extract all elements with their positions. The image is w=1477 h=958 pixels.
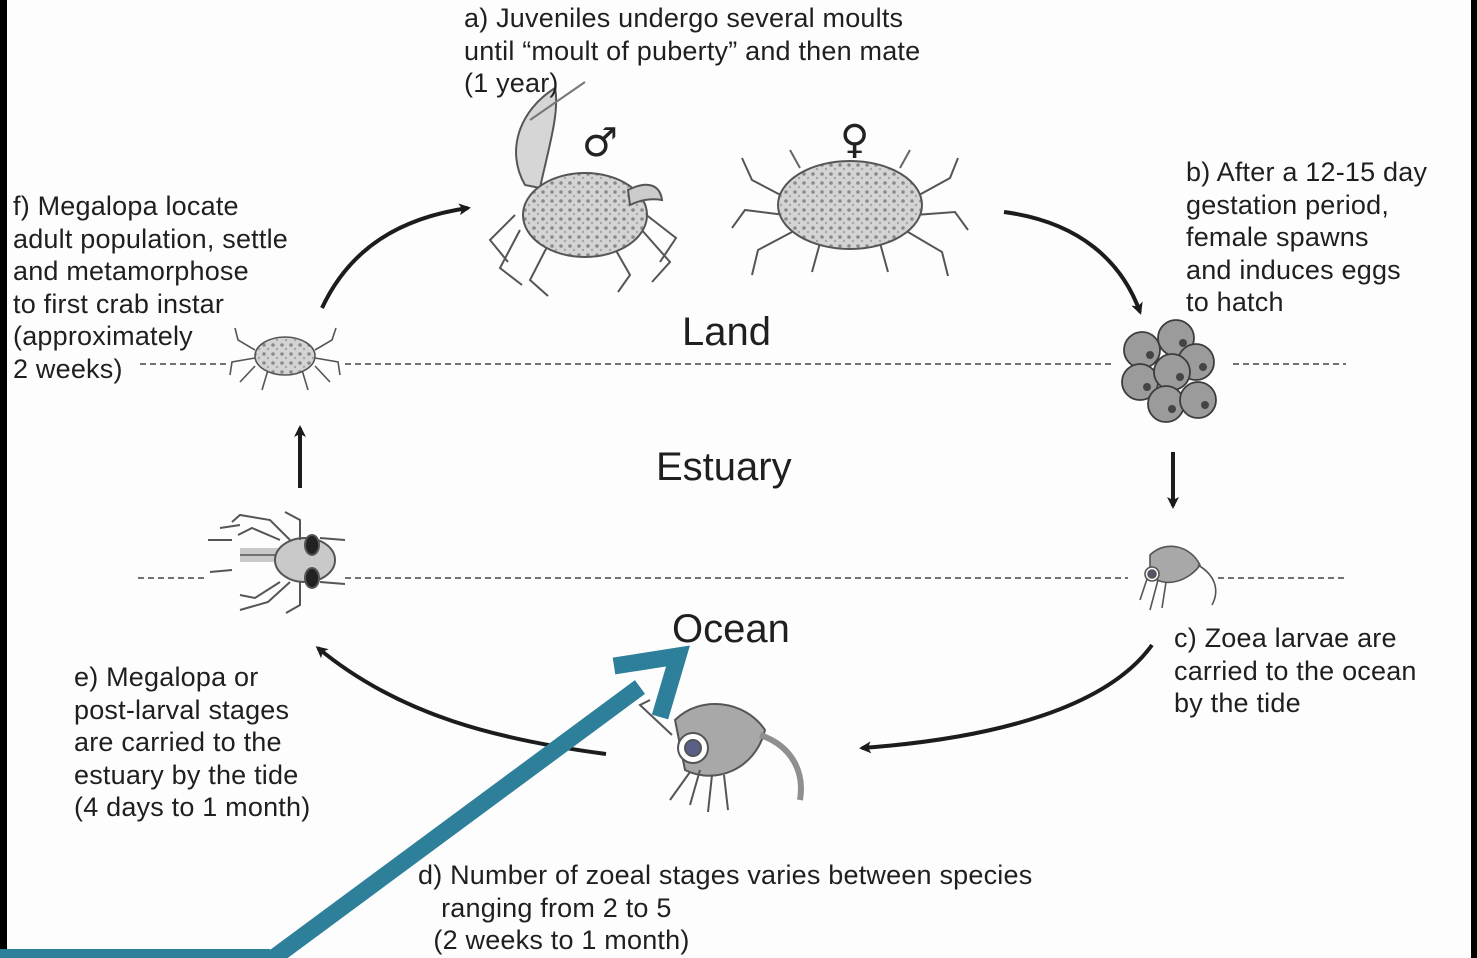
arrow-c-to-d xyxy=(862,645,1152,748)
egg-cluster-image xyxy=(1122,320,1216,422)
stage-f-text: f) Megalopa locate adult population, set… xyxy=(13,190,288,385)
stage-d-text: d) Number of zoeal stages varies between… xyxy=(418,859,1032,957)
zone-label-ocean: Ocean xyxy=(672,607,790,651)
male-crab-image xyxy=(490,82,676,296)
stage-a-text: a) Juveniles undergo several moults unti… xyxy=(464,2,920,100)
zone-label-land: Land xyxy=(682,310,771,354)
stage-e-text: e) Megalopa or post-larval stages are ca… xyxy=(74,661,310,824)
female-symbol: ♀ xyxy=(840,118,869,162)
female-crab-image xyxy=(732,150,968,276)
megalopa-image xyxy=(208,512,345,613)
arrow-a-to-b xyxy=(1004,212,1140,312)
arrow-f-to-a xyxy=(322,208,468,308)
stage-b-text: b) After a 12-15 day gestation period, f… xyxy=(1186,156,1427,319)
male-symbol: ♂ xyxy=(582,121,618,165)
small-zoea-larva-image xyxy=(1140,546,1216,610)
stage-c-text: c) Zoea larvae are carried to the ocean … xyxy=(1174,622,1417,720)
zone-label-estuary: Estuary xyxy=(656,445,792,489)
